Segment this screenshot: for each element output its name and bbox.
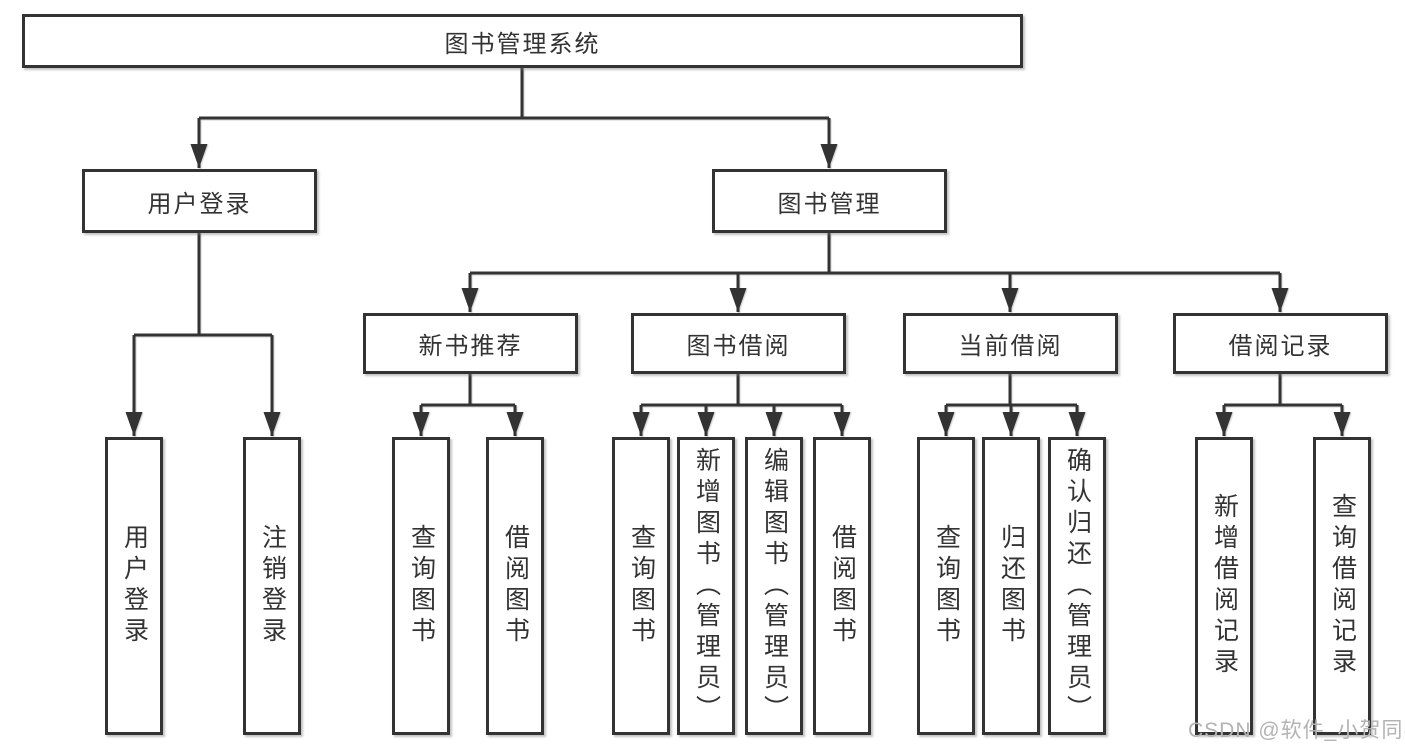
node-label: 新增图书（管理员）: [692, 446, 721, 726]
node-label: 借阅图书: [501, 524, 530, 648]
node-label: 用户登录: [120, 524, 149, 648]
node-leaf-user-login: 用户登录: [105, 437, 163, 735]
node-leaf-borrow-books-recommend: 借阅图书: [486, 437, 544, 735]
node-label: 查询图书: [932, 524, 961, 648]
node-leaf-query-books-recommend: 查询图书: [392, 437, 450, 735]
node-book-management: 图书管理: [712, 169, 947, 233]
node-label: 归还图书: [997, 524, 1026, 648]
node-label: 注销登录: [258, 524, 287, 648]
node-new-book-recommend: 新书推荐: [363, 313, 578, 374]
node-label: 查询图书: [407, 524, 436, 648]
node-leaf-add-borrow-record: 新增借阅记录: [1195, 437, 1253, 735]
node-leaf-confirm-return-admin: 确认归还（管理员）: [1048, 437, 1106, 735]
node-user-login: 用户登录: [82, 169, 317, 233]
node-leaf-query-books-current: 查询图书: [917, 437, 975, 735]
csdn-watermark: CSDN @软件_小贺同学: [1188, 719, 1405, 742]
node-leaf-query-books-borrowing: 查询图书: [612, 437, 670, 735]
node-label: 图书管理: [777, 190, 882, 218]
node-label: 图书管理系统: [444, 30, 601, 58]
node-leaf-borrow-books-borrowing: 借阅图书: [813, 437, 871, 735]
node-label: 新增借阅记录: [1210, 493, 1239, 679]
node-book-borrowing: 图书借阅: [631, 313, 846, 374]
node-current-borrowing: 当前借阅: [903, 313, 1118, 374]
node-label: 图书借阅: [686, 333, 791, 360]
node-label: 借阅记录: [1228, 333, 1333, 360]
node-label: 确认归还（管理员）: [1063, 446, 1092, 726]
node-leaf-edit-book-admin: 编辑图书（管理员）: [745, 437, 803, 735]
node-label: 查询借阅记录: [1328, 493, 1357, 679]
node-borrowing-records: 借阅记录: [1173, 313, 1388, 374]
node-leaf-add-book-admin: 新增图书（管理员）: [677, 437, 735, 735]
node-leaf-return-book: 归还图书: [982, 437, 1040, 735]
node-label: 编辑图书（管理员）: [760, 446, 789, 726]
node-label: 借阅图书: [828, 524, 857, 648]
node-leaf-query-borrow-record: 查询借阅记录: [1313, 437, 1371, 735]
node-system-root: 图书管理系统: [22, 14, 1023, 68]
node-leaf-logout: 注销登录: [243, 437, 301, 735]
node-label: 查询图书: [627, 524, 656, 648]
node-label: 新书推荐: [418, 333, 523, 360]
node-label: 用户登录: [147, 190, 252, 218]
node-label: 当前借阅: [958, 333, 1063, 360]
